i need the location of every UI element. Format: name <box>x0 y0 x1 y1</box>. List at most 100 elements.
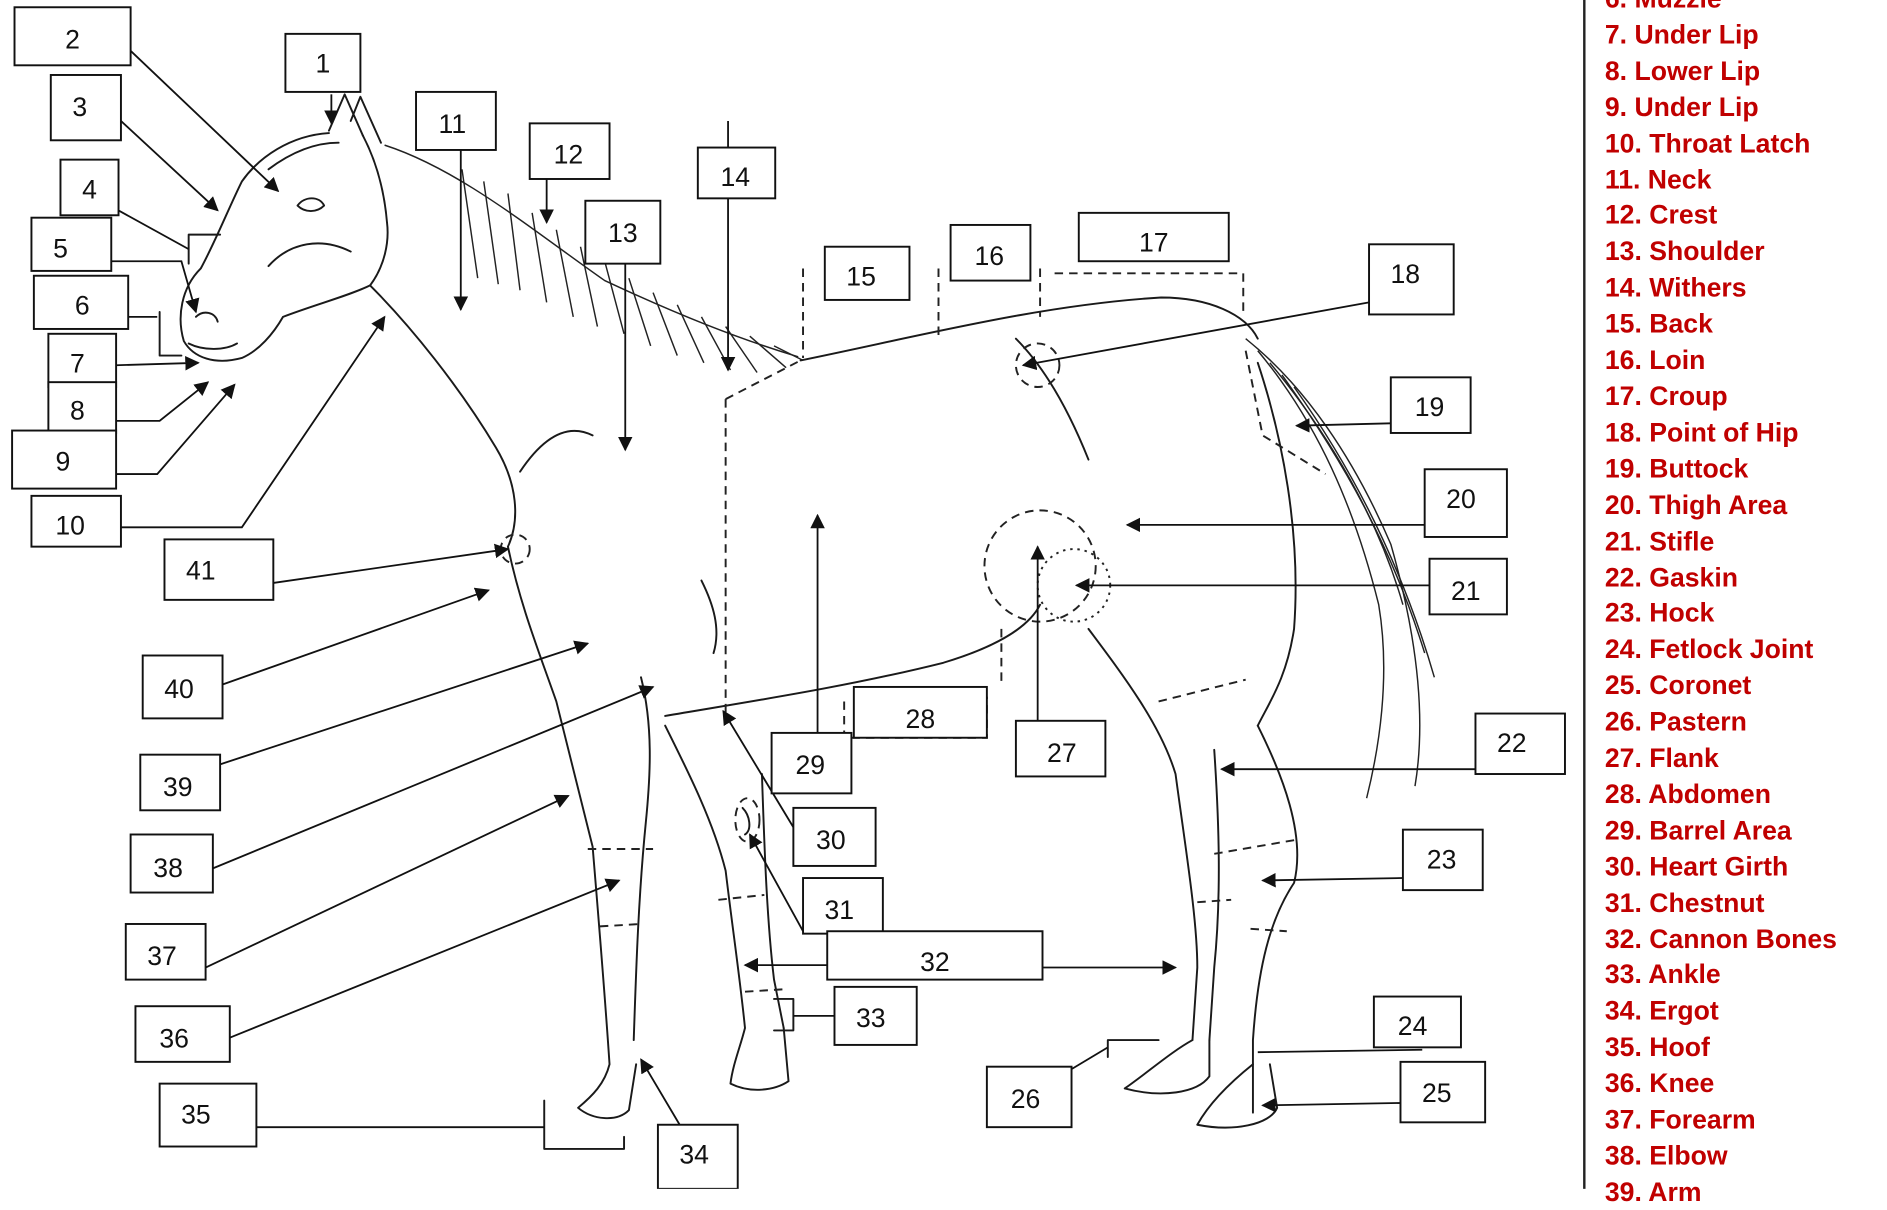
horse-ear <box>327 93 364 137</box>
svg-text:2: 2 <box>65 24 80 54</box>
callout-box-5: 5 <box>30 216 113 272</box>
legend-item: 8. Lower Lip <box>1604 55 1761 86</box>
svg-text:26: 26 <box>1011 1084 1041 1114</box>
callout-box-2: 2 <box>13 6 132 67</box>
leader-lines <box>111 50 1476 1129</box>
legend-item: 29. Barrel Area <box>1604 814 1792 846</box>
svg-text:25: 25 <box>1422 1078 1452 1108</box>
svg-text:1: 1 <box>316 49 331 79</box>
svg-text:10: 10 <box>55 511 85 541</box>
callout-box-28: 28 <box>852 685 988 739</box>
svg-text:31: 31 <box>825 895 855 925</box>
svg-text:35: 35 <box>181 1100 211 1130</box>
legend-item: 7. Under Lip <box>1604 19 1759 50</box>
gaskin-boundary <box>1158 678 1246 703</box>
svg-text:6: 6 <box>75 290 90 320</box>
legend-item: 30. Heart Girth <box>1604 851 1789 882</box>
horse-head <box>179 132 389 362</box>
legend-item: 11. Neck <box>1604 163 1712 195</box>
callout-box-8: 8 <box>47 381 118 434</box>
svg-text:17: 17 <box>1139 228 1169 258</box>
callout-box-30: 30 <box>792 806 877 867</box>
callout-box-16: 16 <box>949 223 1032 282</box>
callout-box-24: 24 <box>1372 995 1462 1049</box>
callout-box-39: 39 <box>139 753 222 812</box>
hind-cannon-boundary <box>1197 898 1287 933</box>
horse-foreleg-front <box>506 545 638 1120</box>
svg-text:30: 30 <box>816 825 846 855</box>
svg-text:19: 19 <box>1415 392 1445 422</box>
stifle-ring <box>983 509 1097 623</box>
muzzle-bracket <box>158 311 183 357</box>
callout-box-21: 21 <box>1428 557 1508 616</box>
svg-text:24: 24 <box>1398 1011 1428 1041</box>
svg-text:11: 11 <box>439 109 467 139</box>
callout-box-20: 20 <box>1423 468 1508 538</box>
pastern-bracket <box>1106 1039 1160 1058</box>
callout-box-10: 10 <box>30 494 122 548</box>
callout-box-41: 41 <box>163 538 275 601</box>
svg-text:23: 23 <box>1427 844 1457 874</box>
legend-item: 9. Under Lip <box>1604 91 1759 122</box>
svg-text:37: 37 <box>147 941 177 971</box>
legend-item: 34. Ergot <box>1604 995 1719 1027</box>
horse-hind-hoof <box>1196 1063 1279 1129</box>
legend-item: 10. Throat Latch <box>1604 127 1811 158</box>
legend-list: 6. Muzzle 7. Under Lip 8. Lower Lip 9. U… <box>1605 0 1837 1210</box>
legend-divider <box>1583 0 1586 1189</box>
svg-text:32: 32 <box>920 947 950 977</box>
horse-hip-line <box>1014 337 1090 461</box>
svg-text:38: 38 <box>153 853 183 883</box>
callout-box-23: 23 <box>1401 828 1484 892</box>
legend-item: 13. Shoulder <box>1604 236 1765 267</box>
svg-text:22: 22 <box>1497 728 1527 758</box>
legend-item: 33. Ankle <box>1604 959 1721 990</box>
callout-box-32: 32 <box>826 930 1044 981</box>
callout-box-29: 29 <box>770 731 853 795</box>
horse-topline <box>799 296 1259 362</box>
svg-text:28: 28 <box>906 704 936 734</box>
legend-item: 20. Thigh Area <box>1604 489 1788 520</box>
horse-hind-leg-rear <box>1251 724 1299 1114</box>
callout-box-31: 31 <box>802 877 884 935</box>
legend-item: 19. Buttock <box>1604 453 1749 484</box>
callout-box-35: 35 <box>158 1082 258 1148</box>
svg-text:4: 4 <box>82 174 97 204</box>
horse-eye <box>296 197 326 213</box>
legend-item: 21. Stifle <box>1604 525 1715 556</box>
horse-foreleg-back <box>632 676 651 1042</box>
svg-text:36: 36 <box>159 1023 189 1053</box>
callout-box-4: 4 <box>59 158 120 217</box>
callout-box-17: 17 <box>1077 211 1230 263</box>
legend-item: 6. Muzzle <box>1605 0 1837 17</box>
callout-box-26: 26 <box>985 1065 1073 1129</box>
legend-item: 37. Forearm <box>1604 1104 1756 1135</box>
callout-box-37: 37 <box>124 923 207 981</box>
horse-mouth <box>187 342 239 350</box>
horse-foreleg-far-rear <box>760 773 785 1029</box>
callout-box-38: 38 <box>129 833 214 894</box>
legend-item: 23. Hock <box>1604 597 1715 629</box>
callout-box-12: 12 <box>528 122 611 180</box>
legend-item: 16. Loin <box>1604 344 1706 375</box>
legend-item: 38. Elbow <box>1604 1140 1728 1171</box>
horse-hind-leg-front <box>1087 627 1199 1042</box>
svg-text:13: 13 <box>608 218 638 248</box>
svg-text:41: 41 <box>186 555 216 585</box>
callout-box-14: 14 <box>696 146 777 200</box>
hock-boundary <box>1214 838 1300 855</box>
horse-tail <box>1245 338 1436 799</box>
callout-box-36: 36 <box>134 1005 231 1063</box>
chestnut-circle <box>734 797 761 843</box>
svg-text:18: 18 <box>1391 259 1421 289</box>
legend-item: 22. Gaskin <box>1604 561 1739 593</box>
horse-illustration <box>158 93 1436 1150</box>
svg-text:33: 33 <box>856 1003 886 1033</box>
legend-item: 25. Coronet <box>1604 670 1752 701</box>
callout-box-18: 18 <box>1368 243 1455 316</box>
back-boundary <box>802 268 940 358</box>
horse-neck-front <box>369 284 517 548</box>
legend-item: 28. Abdomen <box>1604 778 1771 810</box>
buttock-boundary <box>1244 350 1327 475</box>
